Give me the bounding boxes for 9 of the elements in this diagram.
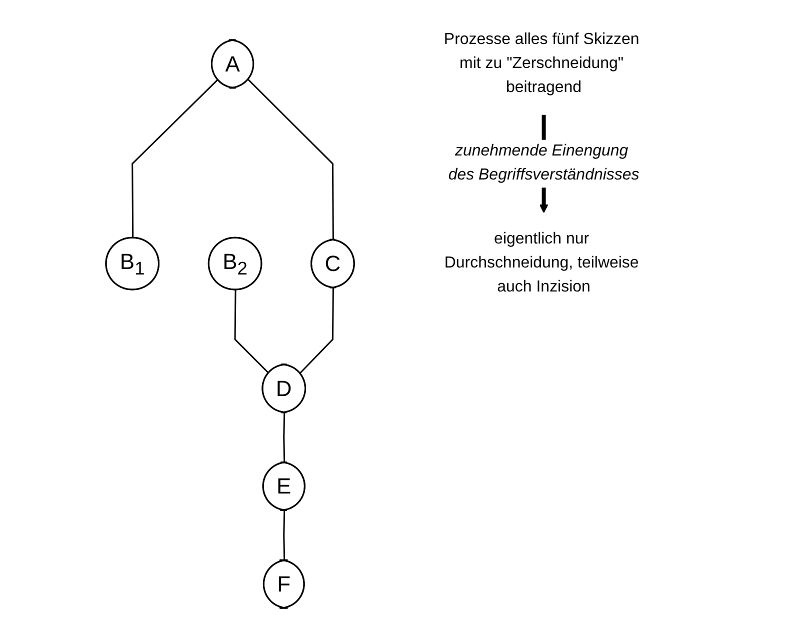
node-text: eigentlich nur Durchschneidung, teilweise auch Inzision <box>444 230 640 296</box>
connector <box>283 510 286 561</box>
flowchart-drawing: zunehmende Einengung des Begriffsverständnisses A B$_{1}$ B$_{2}$ C D E F Prozesse alles fünf Skizzen mit zu "Zerschneidung" beitragend eigentlich nur Durchschneidung, teilweise auch Inzision <box>98 5 692 616</box>
node-text: Prozesse alles fünf Skizzen mit zu "Zerschneidung" beitragend <box>444 30 640 96</box>
connector <box>248 79 334 240</box>
connector <box>234 290 270 374</box>
connector <box>132 79 218 238</box>
connector <box>283 412 286 463</box>
connector <box>300 288 334 374</box>
